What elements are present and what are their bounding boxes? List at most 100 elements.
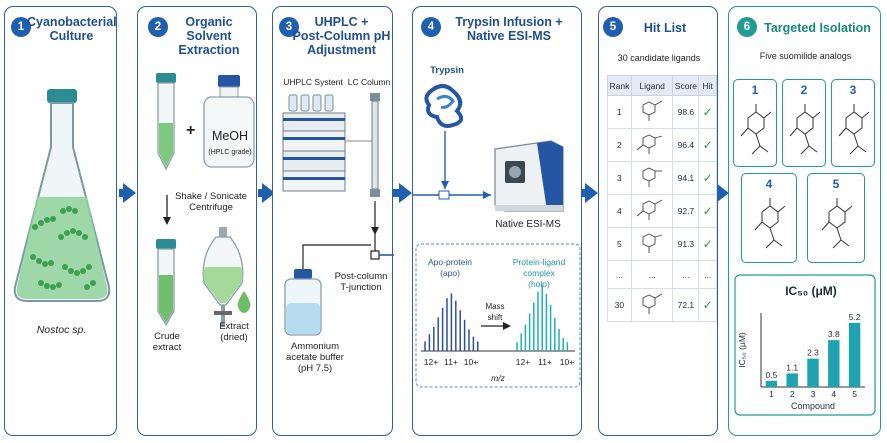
- uhplc-system-label: UHPLC Systent: [283, 77, 343, 87]
- crude-extract-tube-icon: [156, 239, 176, 327]
- holo-charge-1: 12+: [515, 357, 531, 367]
- falcon-tube-icon: [156, 73, 176, 171]
- score-cell: 92.7: [672, 194, 700, 228]
- step-number-6: 6: [737, 17, 757, 37]
- score-cell: 94.1: [672, 161, 700, 195]
- dried-extract-label: Extract(dried): [219, 321, 249, 343]
- check-icon: ✓: [698, 95, 717, 129]
- bar-value-label: 2.3: [807, 348, 819, 358]
- rank-cell: 5: [607, 227, 632, 261]
- compound-card-2: 2: [782, 79, 826, 167]
- uhplc-system-icon: [282, 94, 373, 192]
- score-cell: 91.3: [672, 227, 700, 261]
- rank-cell: 2: [607, 128, 632, 162]
- meoh-grade-label: (HPLC grade): [208, 149, 252, 156]
- plus-sign: +: [186, 122, 196, 139]
- compound-card-4: 4: [741, 173, 797, 263]
- bar-compound-5: [848, 322, 861, 387]
- bar-value-label: 1.1: [786, 362, 798, 372]
- flow-arrow-5: [716, 183, 729, 203]
- droplet-icon: [237, 291, 251, 313]
- molecular-structure-icon: [821, 198, 853, 249]
- rank-cell: 1: [607, 95, 632, 129]
- flow-arrow-1: [123, 183, 136, 203]
- x-tick-label: 1: [769, 389, 774, 399]
- x-tick-label: 3: [811, 389, 816, 399]
- y-axis-label: IC₅₀ (μM): [737, 332, 747, 368]
- bar-compound-4: [828, 340, 840, 387]
- check-icon: ✓: [698, 128, 717, 162]
- x-axis-label: Compound: [791, 401, 835, 411]
- rank-cell: ...: [607, 260, 632, 289]
- infusion-line: [413, 131, 491, 200]
- bar-value-label: 0.5: [765, 370, 777, 380]
- ligand-structure-cell: [630, 128, 674, 162]
- panel-4-title: Trypsin Infusion +Native ESI-MS: [455, 15, 563, 43]
- compound-number: 5: [832, 177, 840, 191]
- molecular-structure-icon: [754, 198, 786, 249]
- molecular-structure-icon: [740, 104, 772, 155]
- compound-number: 4: [765, 177, 773, 191]
- chart-title: IC₅₀ (μM): [785, 284, 837, 298]
- bar-compound-2: [786, 373, 798, 387]
- col-score: Score: [672, 75, 700, 96]
- down-arrow-icon: [163, 195, 171, 225]
- organism-label: Nostoc sp.: [36, 324, 87, 336]
- ligand-structure-cell: [630, 288, 674, 322]
- ligand-structure-cell: [630, 227, 674, 261]
- step-number-5: 5: [603, 17, 623, 37]
- score-cell: 72.1: [672, 288, 700, 322]
- mz-axis-label: m/z: [491, 373, 505, 383]
- hit-list-subtitle: 30 candidate ligands: [617, 53, 701, 63]
- ligand-structure-icon: [642, 233, 663, 253]
- molecular-structure-icon: [838, 104, 870, 155]
- step-number-4: 4: [421, 17, 441, 37]
- ligand-structure-icon: [636, 199, 663, 220]
- separatory-funnel-icon: [202, 227, 244, 327]
- panel-6-title: Targeted Isolation: [764, 21, 871, 35]
- meoh-bottle-icon: [203, 75, 255, 168]
- tubing-to-tjunction: [302, 201, 394, 271]
- panel-hit-list: 5 Hit List 30 candidate ligands Rank Lig…: [598, 6, 718, 436]
- compound-card-5: 5: [807, 173, 865, 263]
- panel-5-title: Hit List: [643, 21, 687, 35]
- holo-charge-2: 11+: [538, 357, 552, 367]
- ligand-structure-cell: [630, 161, 674, 195]
- isolation-subtitle: Five suomilide analogs: [759, 51, 852, 61]
- x-tick-label: 4: [831, 389, 836, 399]
- bar-compound-1: [765, 380, 778, 387]
- ic50-chart: IC₅₀ (μM)IC₅₀ (μM)0.511.122.333.845.25Co…: [734, 274, 876, 416]
- compound-number: 3: [849, 83, 857, 97]
- rank-cell: 4: [607, 194, 632, 228]
- chart-frame: [734, 274, 876, 416]
- ligand-structure-cell: [630, 95, 674, 129]
- panel-isolation: 6 Targeted Isolation Five suomilide anal…: [728, 6, 881, 436]
- lc-column-label: LC Column: [347, 77, 391, 87]
- col-ligand: Ligand: [630, 75, 674, 96]
- check-icon: ✓: [698, 161, 717, 195]
- holo-charge-3: 10+: [559, 357, 575, 367]
- erlenmeyer-flask-icon: [13, 89, 111, 302]
- x-tick-label: 2: [790, 389, 795, 399]
- ligand-structure-cell: ...: [630, 260, 674, 289]
- ligand-structure-cell: [630, 194, 674, 228]
- step-number-3: 3: [279, 17, 299, 37]
- flow-arrow-4: [585, 183, 598, 203]
- bar-compound-3: [807, 358, 819, 387]
- meoh-label: MeOH: [211, 129, 249, 143]
- x-tick-label: 5: [852, 389, 857, 399]
